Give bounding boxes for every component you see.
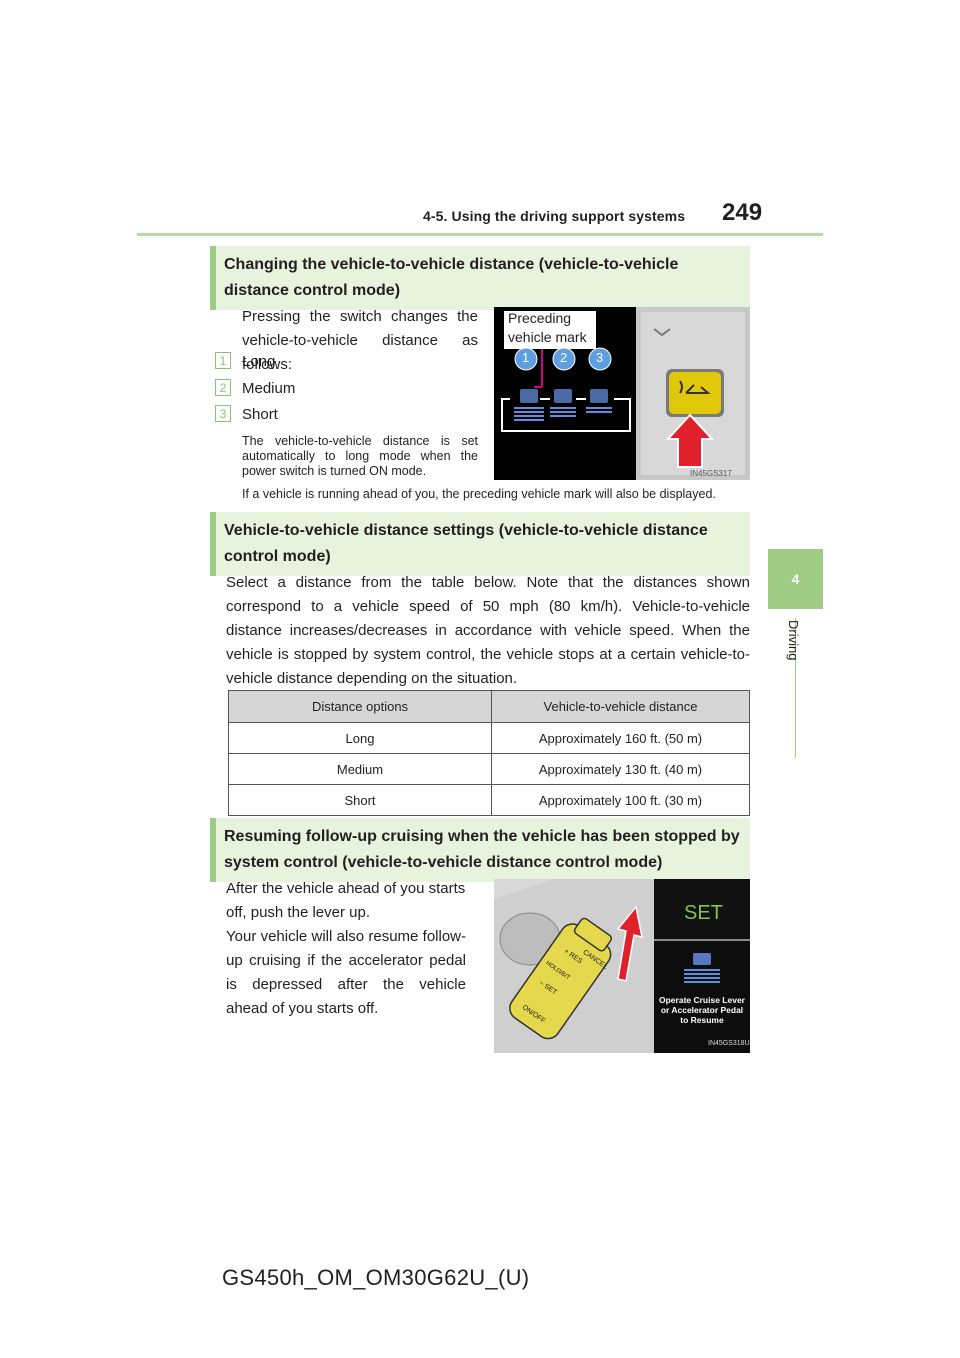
press-arrow-icon: [665, 413, 715, 468]
section-intro: Pressing the switch changes the vehicle-…: [242, 308, 478, 373]
table-row: Medium Approximately 130 ft. (40 m): [228, 753, 750, 785]
item-number-2: 2: [215, 379, 231, 396]
chevron-down-icon: [653, 328, 671, 337]
figure-code: IN45GS317: [690, 469, 732, 478]
table-header-cell: Distance options: [228, 690, 492, 723]
header-rule: [137, 233, 823, 236]
vehicle-mark-icon: [554, 389, 572, 403]
push-up-arrow-icon: [616, 905, 643, 982]
running-header: 4-5. Using the driving support systems: [423, 208, 686, 224]
section-heading-resuming: Resuming follow-up cruising when the veh…: [210, 818, 750, 882]
figure-number-3: 3: [596, 350, 604, 365]
display-resume-message: Operate Cruise Lever or Accelerator Peda…: [659, 995, 745, 1025]
table-header-cell: Vehicle-to-vehicle distance: [491, 690, 750, 723]
distance-table: Distance options Vehicle-to-vehicle dist…: [228, 690, 750, 816]
table-cell: Approximately 160 ft. (50 m): [491, 722, 750, 754]
section-heading-changing-distance: Changing the vehicle-to-vehicle distance…: [210, 246, 750, 310]
item-label-short: Short: [242, 406, 278, 423]
distance-switch-figure: IN45GS317 Preceding vehicle mark 1 2 3: [494, 307, 750, 480]
chapter-rule: [795, 618, 796, 758]
item-number-1: 1: [215, 352, 231, 369]
figure-number-1: 1: [522, 350, 530, 365]
resume-paragraph-2: Your vehicle will also resume follow-up …: [226, 928, 466, 1017]
chapter-number: 4: [791, 571, 800, 587]
preceding-vehicle-note: If a vehicle is running ahead of you, th…: [242, 487, 716, 501]
figure-code: IN45GS318U: [708, 1040, 750, 1047]
auto-mode-note: The vehicle-to-vehicle distance is set a…: [242, 434, 478, 478]
distance-icon: [685, 384, 711, 394]
resume-paragraph-1: After the vehicle ahead of you starts of…: [226, 880, 466, 921]
item-number-3: 3: [215, 405, 231, 422]
table-cell: Short: [228, 784, 492, 816]
cruise-lever-illustration: + RES CANCEL HOLD/B/T – SET ON/OFF SET I…: [494, 879, 750, 1053]
vehicle-mark-icon: [590, 389, 608, 403]
table-header-row: Distance options Vehicle-to-vehicle dist…: [228, 690, 750, 723]
table-row: Long Approximately 160 ft. (50 m): [228, 722, 750, 754]
table-cell: Approximately 100 ft. (30 m): [491, 784, 750, 816]
preceding-vehicle-callout: Preceding vehicle mark: [508, 310, 587, 345]
item-label-long: Long: [242, 353, 276, 370]
distance-settings-body: Select a distance from the table below. …: [226, 574, 750, 687]
chapter-name: Driving: [786, 620, 801, 661]
table-cell: Medium: [228, 753, 492, 785]
table-cell: Long: [228, 722, 492, 754]
chapter-tab: 4: [768, 549, 823, 609]
section-heading-distance-settings: Vehicle-to-vehicle distance settings (ve…: [210, 512, 750, 576]
display-set-text: SET: [684, 902, 723, 924]
table-row: Short Approximately 100 ft. (30 m): [228, 784, 750, 816]
document-code-footer: GS450h_OM_OM30G62U_(U): [222, 1265, 530, 1290]
cruise-lever-figure: + RES CANCEL HOLD/B/T – SET ON/OFF SET I…: [494, 879, 750, 1053]
vehicle-mark-icon: [693, 953, 711, 965]
distance-switch-illustration: IN45GS317: [501, 307, 750, 480]
vehicle-mark-icon: [520, 389, 538, 403]
item-label-medium: Medium: [242, 380, 296, 397]
cruise-lever: + RES CANCEL HOLD/B/T – SET ON/OFF: [509, 917, 613, 1040]
table-cell: Approximately 130 ft. (40 m): [491, 753, 750, 785]
figure-number-2: 2: [560, 350, 568, 365]
page-number: 249: [722, 199, 763, 226]
